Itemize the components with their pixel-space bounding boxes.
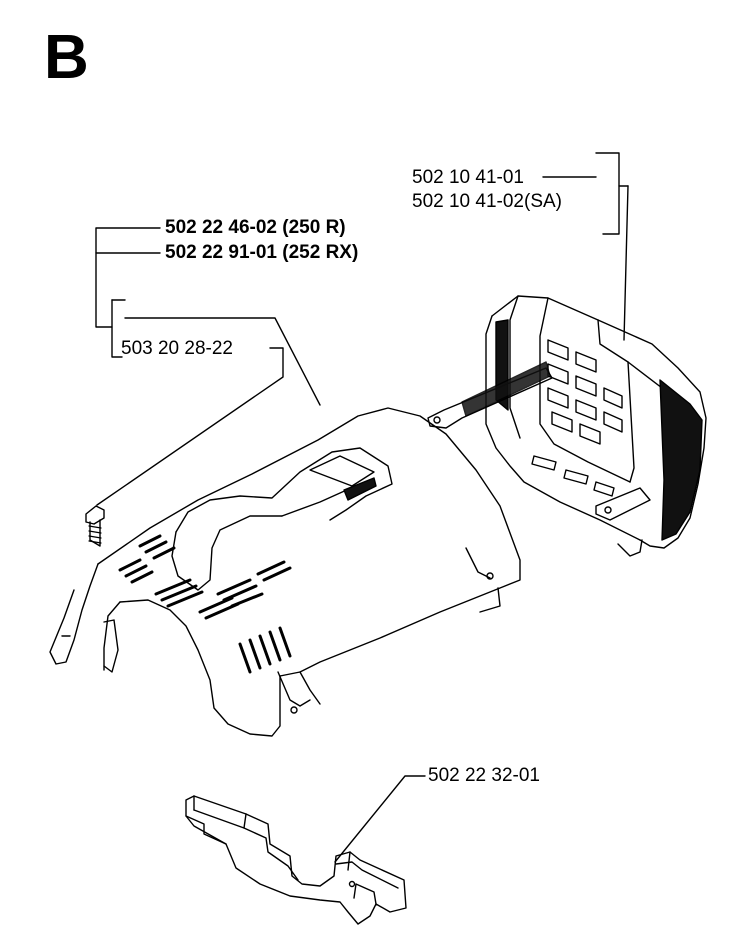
cylinder-cover-part [427,295,707,557]
leader-lines [95,152,629,863]
part-label-bottom-plate: 502 22 32-01 [428,765,540,786]
part-label-top-cover-252rx: 502 22 91-01 (252 RX) [165,242,359,263]
bottom-plate-part [185,795,407,925]
part-label-screw: 503 20 28-22 [121,338,233,359]
top-cover-part [49,407,521,737]
screw-part [85,505,105,547]
part-label-cylinder-cover-b: 502 10 41-02(SA) [412,191,562,212]
section-letter: B [44,23,89,92]
part-label-top-cover-250r: 502 22 46-02 (250 R) [165,217,346,238]
part-label-cylinder-cover-a: 502 10 41-01 [412,167,524,188]
